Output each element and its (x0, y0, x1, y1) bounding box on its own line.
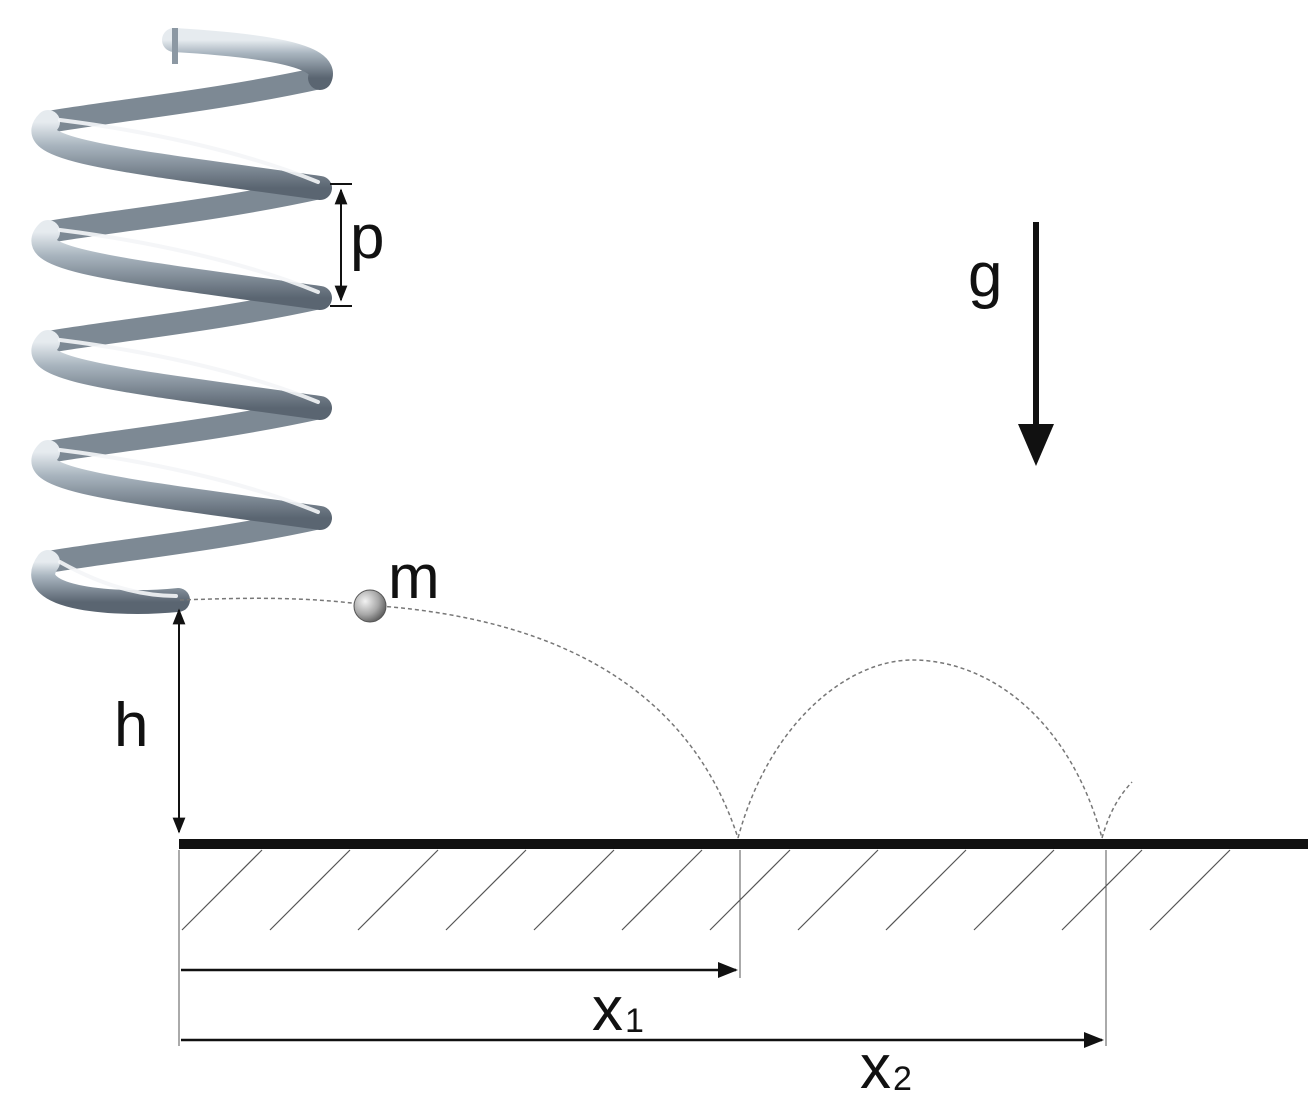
trajectory-exit-segment (179, 597, 369, 606)
spring-front-strands (31, 28, 333, 614)
pitch-dimension (330, 183, 352, 307)
gravity-label: g (968, 241, 1002, 310)
ground-hatching (181, 849, 1231, 931)
distance-x1-subscript: 1 (625, 1002, 644, 1040)
gravity-arrow (1018, 222, 1054, 466)
spring-back-strands (37, 67, 331, 573)
height-label: h (114, 691, 148, 760)
pitch-label: p (350, 203, 384, 272)
mass-label: m (388, 543, 440, 612)
spring-top-end (172, 28, 178, 64)
trajectory (179, 597, 1133, 839)
distance-x1-label: x1 (592, 975, 644, 1044)
spring-coil (31, 28, 333, 614)
distance-x2-letter: x (860, 1033, 891, 1102)
trajectory-first-fall (379, 605, 739, 839)
trajectory-first-bounce (737, 659, 1103, 839)
extension-lines (178, 850, 1107, 1046)
ball-mass (353, 589, 387, 623)
distance-x2-label: x2 (860, 1033, 912, 1102)
distance-x1-letter: x (592, 975, 623, 1044)
trajectory-second-bounce-start (1101, 781, 1133, 839)
spring-highlights (58, 118, 320, 598)
distance-x2-subscript: 2 (893, 1060, 912, 1098)
